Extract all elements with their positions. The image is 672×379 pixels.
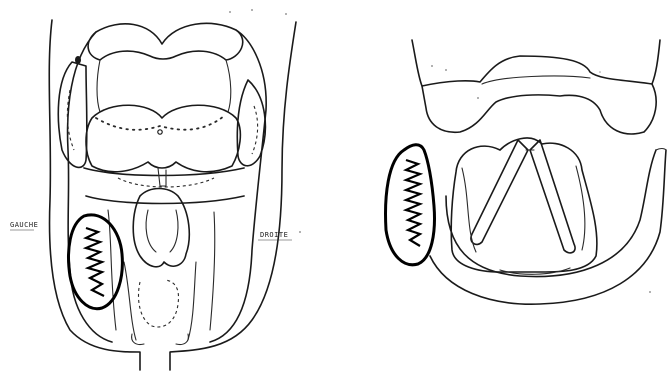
small-mark — [75, 56, 81, 64]
left-false-fold — [462, 168, 476, 252]
left-lesion-outline — [69, 215, 123, 309]
tongue-base-dots — [96, 116, 224, 130]
right-lateral-fold — [237, 80, 265, 166]
laryngeal-inlet — [133, 189, 189, 267]
left-vocal-cord — [471, 140, 528, 244]
interarytenoid-line — [482, 76, 590, 84]
label-droite: DROITE — [260, 231, 288, 239]
larynx-laryngoscopic-view — [386, 40, 666, 304]
epiglottic-tip — [158, 168, 166, 186]
posterior-wall-top — [412, 40, 660, 86]
tongue-base — [86, 105, 240, 172]
epiglottis — [88, 23, 243, 60]
right-lesion-zigzag — [406, 160, 420, 246]
right-piriform-fold — [210, 212, 215, 330]
anterior-commissure — [500, 268, 570, 274]
postcricoid-region — [124, 262, 196, 340]
right-lesion-outline — [386, 145, 435, 265]
right-lateral-fold-dash — [252, 106, 258, 154]
arytenoid-region — [422, 56, 656, 134]
esophageal-inlet-dashed — [139, 280, 179, 327]
label-gauche: GAUCHE — [10, 221, 38, 229]
aryepiglottic-band-lower — [86, 196, 244, 204]
left-lesion-zigzag — [86, 228, 104, 296]
laryngeal-inlet-inner — [146, 210, 178, 252]
esophagus-lower — [132, 334, 189, 345]
larynx-superior-view — [49, 20, 296, 370]
epiglottis-arc-outer — [430, 150, 666, 304]
epiglottis-arc-close — [656, 149, 666, 151]
vallecula-line — [97, 60, 231, 112]
foramen-caecum — [158, 130, 162, 134]
right-vocal-cord — [530, 140, 575, 253]
